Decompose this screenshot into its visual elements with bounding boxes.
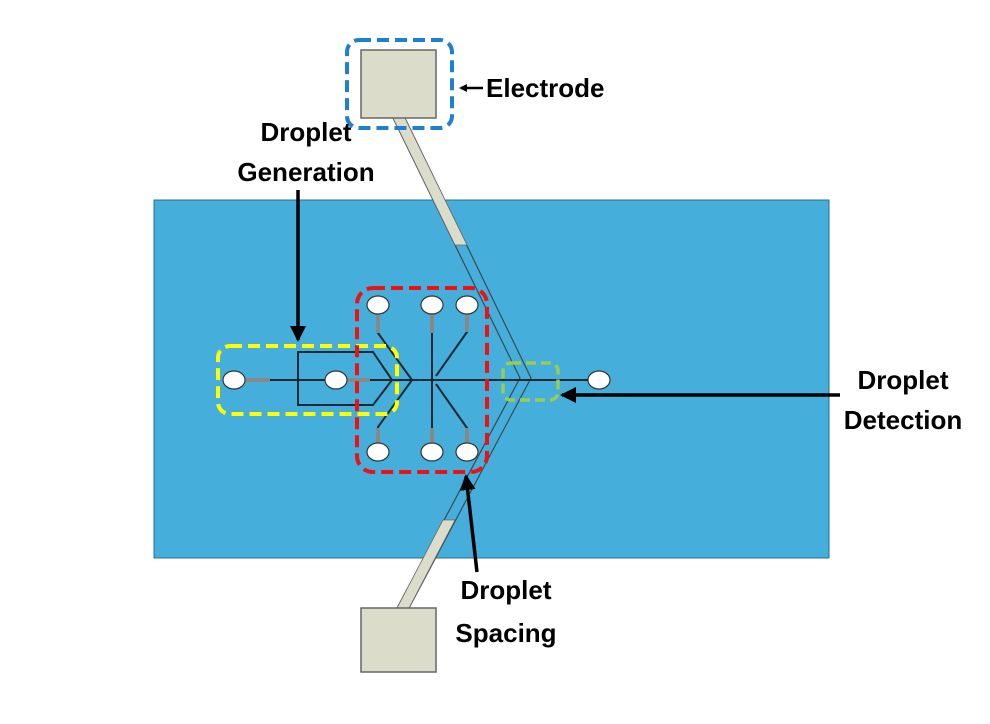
- droplet-generation-box: [216, 344, 399, 416]
- electrode-label: Electrode: [486, 73, 605, 103]
- spacing-label-line2: Spacing: [455, 618, 556, 648]
- generation-label-line1: Droplet: [261, 117, 352, 147]
- droplet-detection-box: [501, 361, 560, 402]
- spacing-label-line1: Droplet: [461, 575, 552, 605]
- spacing-arrow: [459, 474, 479, 573]
- generation-label-line2: Generation: [237, 157, 374, 187]
- electrode-pad-top: [360, 49, 437, 119]
- electrode-box: [345, 38, 454, 130]
- ports: [222, 295, 611, 462]
- droplet-spacing-box: [355, 286, 489, 474]
- detection-label-line1: Droplet: [858, 365, 949, 395]
- detection-label-line2: Detection: [844, 405, 962, 435]
- inlet-stems: [244, 312, 469, 445]
- electrode-pad-bottom: [360, 607, 437, 673]
